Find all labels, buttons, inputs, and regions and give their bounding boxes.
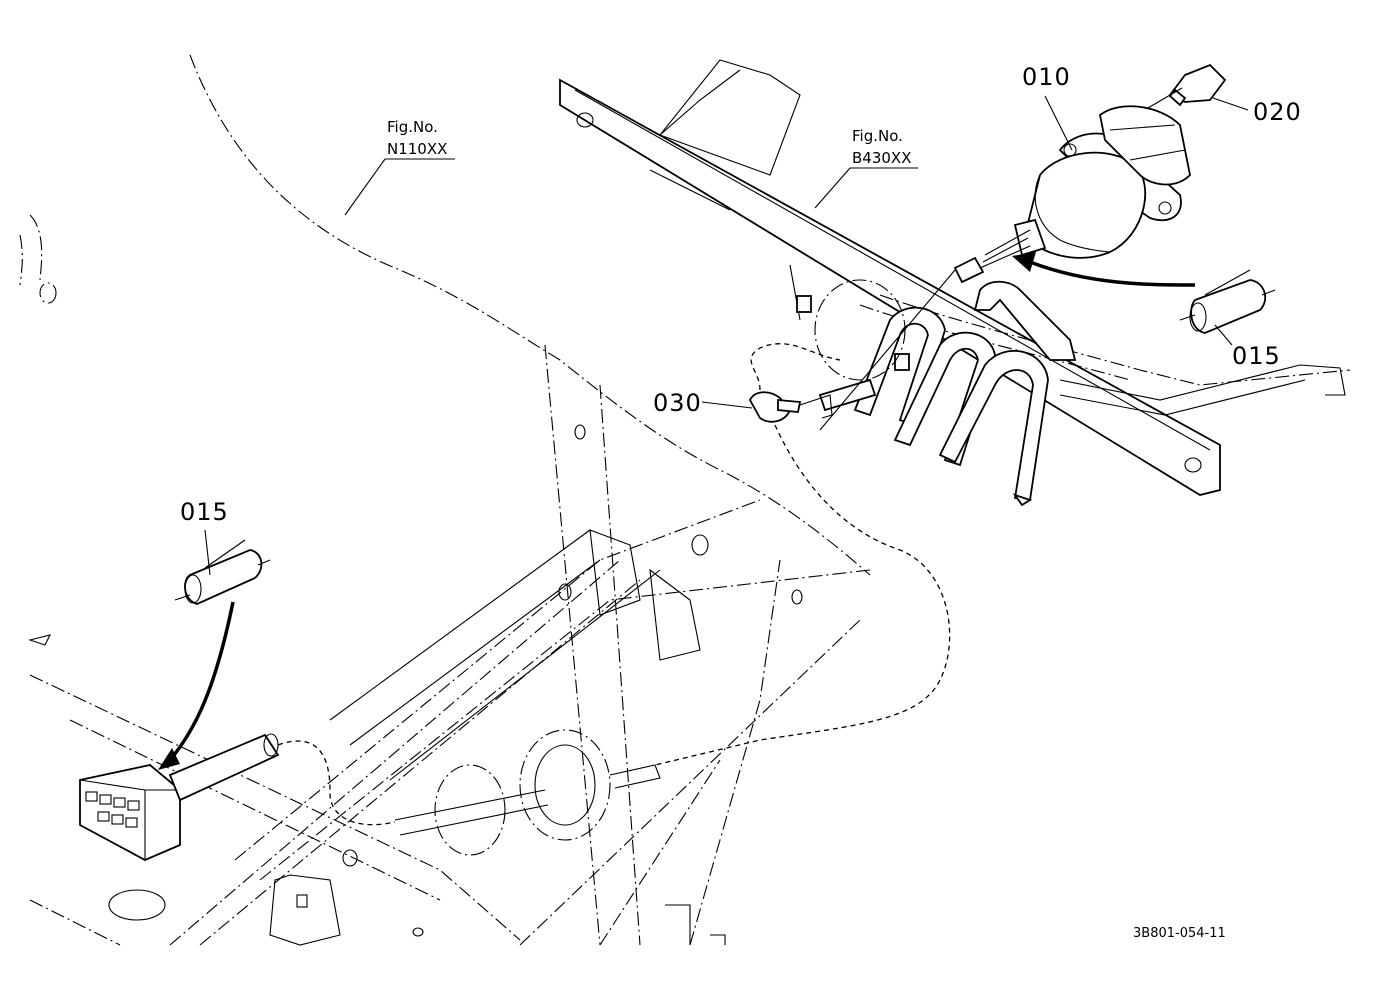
callout-020: 020: [1253, 98, 1302, 126]
wire-connector: [79, 733, 396, 861]
clamp-030: [654, 343, 951, 766]
arrow-to-solenoid: [1012, 252, 1196, 287]
sleeve-015-left: [158, 539, 271, 770]
callout-010: 010: [1022, 63, 1071, 91]
fig-ref-right-title: Fig.No.: [852, 127, 903, 145]
frame-outline: [19, 54, 871, 946]
callout-015-left: 015: [180, 498, 229, 526]
fuel-pipe-bracket: [559, 59, 1351, 496]
fig-ref-left-code: N110XX: [387, 140, 447, 158]
stop-solenoid-010: [819, 63, 1227, 431]
lower-frame-members: [108, 424, 803, 946]
callout-030: 030: [653, 389, 702, 417]
fig-ref-right-code: B430XX: [852, 149, 911, 167]
drawing-code: 3B801-054-11: [1133, 926, 1226, 941]
fuel-pipe-loops: [814, 279, 1346, 507]
sleeve-015-right: [1179, 269, 1276, 334]
leader-lines: [204, 95, 1249, 576]
callout-015-right: 015: [1232, 342, 1281, 370]
harness-grommets: [394, 729, 661, 856]
fig-ref-left-title: Fig.No.: [387, 118, 438, 136]
